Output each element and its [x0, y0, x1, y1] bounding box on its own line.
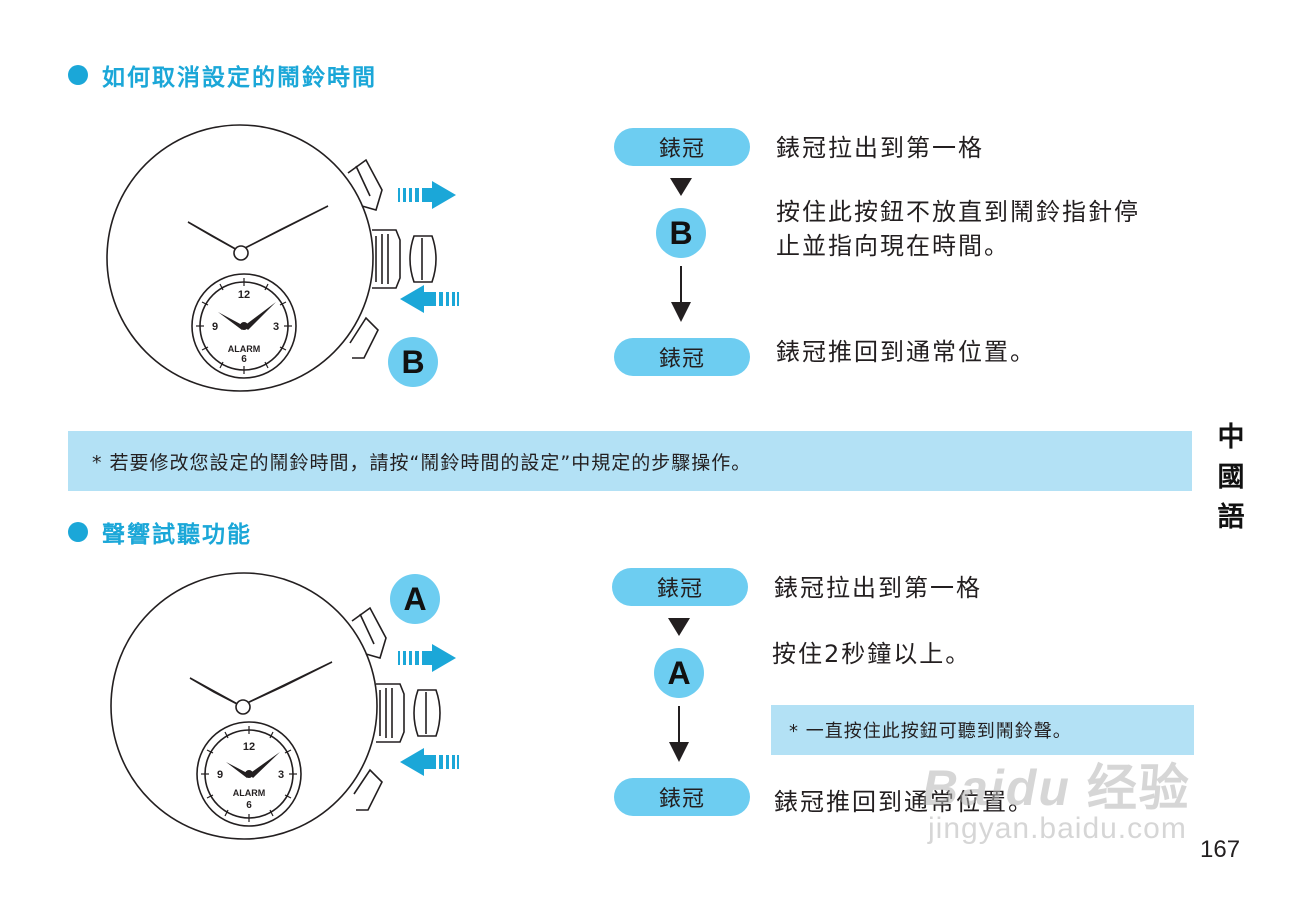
- flow-line: [680, 266, 682, 304]
- step5-text: 按住2秒鐘以上。: [772, 640, 972, 668]
- crown-pulled-outline: [413, 689, 441, 737]
- side-tab-language: 中 國 語: [1211, 418, 1251, 538]
- down-triangle-icon: [670, 178, 692, 196]
- dial-numeral-12: 12: [243, 741, 255, 753]
- step3-text: 錶冠推回到通常位置。: [776, 338, 1036, 366]
- badge-b-flow: B: [656, 208, 706, 258]
- step2-text-line1: 按住此按鈕不放直到鬧鈴指針停: [776, 198, 1140, 226]
- minute-hand: [244, 661, 333, 705]
- watch-case: [110, 572, 378, 840]
- alarm-hand-long: [249, 752, 280, 778]
- crown: [372, 229, 401, 289]
- upper-pusher: [347, 158, 383, 211]
- down-arrow-icon: [669, 742, 689, 762]
- hour-hand: [189, 677, 242, 707]
- crown-pulled-outline: [409, 235, 437, 283]
- push-arrow-icon: [400, 285, 459, 313]
- note-hold-button: * 一直按住此按鈕可聽到鬧鈴聲。: [771, 705, 1194, 755]
- dial-alarm-label: ALARM: [228, 344, 261, 354]
- dial-numeral-6: 6: [246, 800, 252, 811]
- dial-numeral-3: 3: [278, 769, 284, 781]
- down-triangle-icon: [668, 618, 690, 636]
- down-arrow-icon: [671, 302, 691, 322]
- badge-a-illustration: A: [390, 574, 440, 624]
- badge-b-illustration: B: [388, 337, 438, 387]
- step1-text: 錶冠拉出到第一格: [776, 134, 984, 162]
- bullet-dot: [68, 65, 88, 85]
- hour-hand: [187, 221, 240, 252]
- crown: [376, 683, 405, 743]
- section1-heading: 如何取消設定的鬧鈴時間: [68, 58, 377, 92]
- lower-pusher: [353, 768, 383, 811]
- subdial-ring: [191, 273, 297, 379]
- side-char-2: 國: [1217, 462, 1245, 493]
- center-pin: [233, 245, 249, 261]
- side-char-1: 中: [1217, 422, 1245, 453]
- side-char-3: 語: [1217, 502, 1245, 533]
- alarm-hand-long: [244, 302, 276, 330]
- dial-numeral-12: 12: [238, 289, 250, 301]
- bullet-dot: [68, 522, 88, 542]
- watch-illustration-1: 12 3 9 ALARM 6: [106, 124, 459, 392]
- dial-numeral-9: 9: [217, 769, 223, 781]
- alarm-hand-short: [226, 762, 249, 778]
- watermark-jingyan: 经验: [1086, 759, 1191, 817]
- section1-heading-text: 如何取消設定的鬧鈴時間: [102, 65, 377, 91]
- section2-heading-text: 聲響試聽功能: [102, 522, 252, 548]
- step6-text: 錶冠推回到通常位置。: [774, 788, 1034, 816]
- crown-pill-2: 錶冠: [614, 338, 750, 376]
- alarm-hand-short: [218, 312, 244, 330]
- badge-a-flow: A: [654, 648, 704, 698]
- pull-arrow-icon: [398, 181, 456, 209]
- watermark-url: jingyan.baidu.com: [928, 812, 1187, 845]
- step4-text: 錶冠拉出到第一格: [774, 574, 982, 602]
- watermark-baidu: Baidu: [922, 760, 1071, 816]
- watch-illustration-2: 12 3 9 ALARM 6: [110, 572, 459, 840]
- subdial-ring: [196, 721, 302, 827]
- upper-pusher: [351, 606, 387, 659]
- minute-hand: [242, 205, 329, 250]
- center-pin: [235, 699, 251, 715]
- push-arrow-icon: [400, 748, 459, 776]
- watch-case: [106, 124, 374, 392]
- dial-numeral-3: 3: [273, 321, 279, 333]
- note-bar: * 若要修改您設定的鬧鈴時間，請按“鬧鈴時間的設定”中規定的步驟操作。: [68, 431, 1192, 491]
- dial-alarm-label: ALARM: [233, 788, 266, 798]
- step2-text-line2: 止並指向現在時間。: [776, 232, 1010, 260]
- pull-arrow-icon: [398, 644, 456, 672]
- flow-line: [678, 706, 680, 744]
- lower-pusher: [349, 316, 379, 359]
- crown-pill-4: 錶冠: [614, 778, 750, 816]
- crown-pill-1: 錶冠: [614, 128, 750, 166]
- watermark-logo: Baidu 经验: [922, 748, 1191, 820]
- crown-pill-3: 錶冠: [612, 568, 748, 606]
- dial-numeral-6: 6: [241, 354, 247, 365]
- section2-heading: 聲響試聽功能: [68, 515, 252, 549]
- page-number: 167: [1200, 836, 1241, 863]
- dial-numeral-9: 9: [212, 321, 218, 333]
